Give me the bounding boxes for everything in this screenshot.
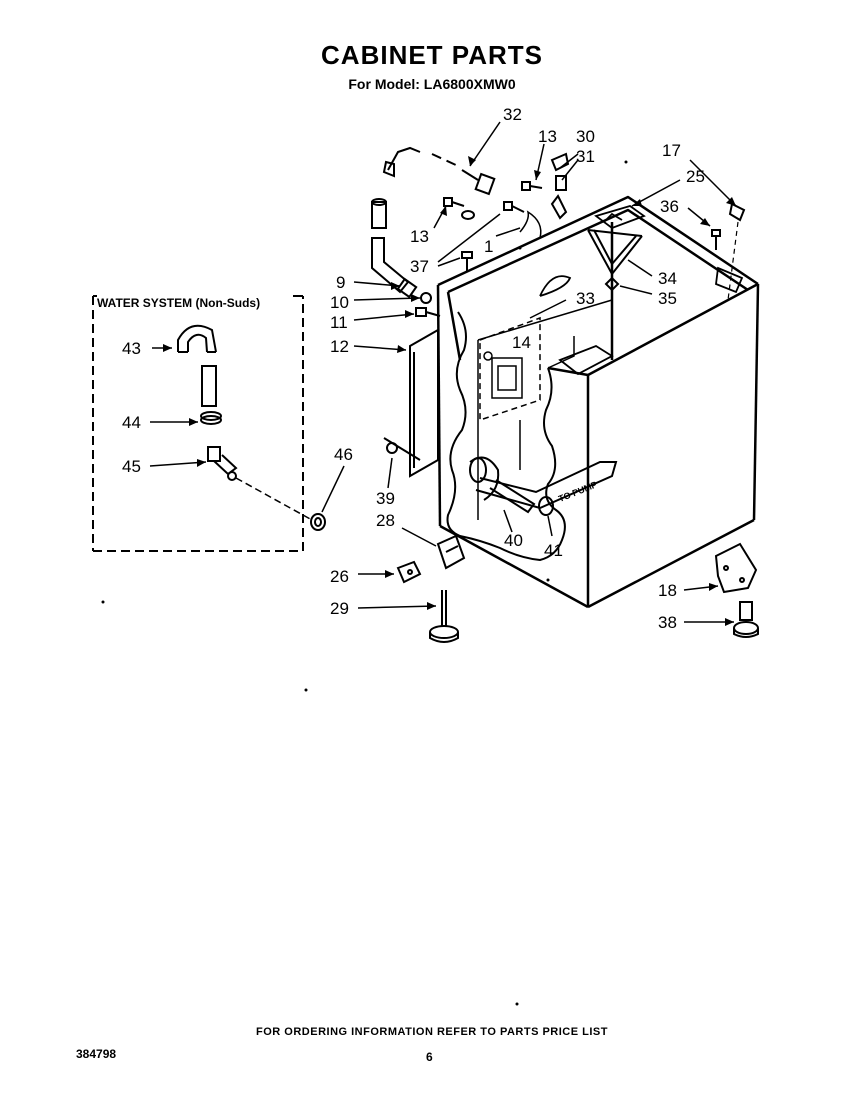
callout-17: 17 — [662, 141, 681, 160]
callout-31: 31 — [576, 147, 595, 166]
callout-28: 28 — [376, 511, 395, 530]
callout-13-left: 13 — [410, 227, 429, 246]
callout-43: 43 — [122, 339, 141, 358]
clamp-part-41 — [538, 496, 554, 516]
leg-part-29 — [429, 590, 459, 643]
screw-part-37 — [461, 201, 525, 272]
plate-part-18 — [714, 542, 758, 594]
leader-arrowheads — [163, 156, 736, 626]
callout-44: 44 — [122, 413, 141, 432]
callout-37: 37 — [410, 257, 429, 276]
wire-part-1 — [519, 210, 542, 239]
clip-part-17 — [728, 202, 746, 222]
callout-26: 26 — [330, 567, 349, 586]
callout-25: 25 — [686, 167, 705, 186]
callout-39: 39 — [376, 489, 395, 508]
callout-18: 18 — [658, 581, 677, 600]
callout-12: 12 — [330, 337, 349, 356]
callout-33: 33 — [576, 289, 595, 308]
washer-part-10 — [420, 292, 432, 304]
hose-part-40 — [489, 479, 536, 514]
screw-part-13-top — [521, 181, 543, 191]
hose-part-43 — [177, 324, 217, 407]
screw-part-11 — [415, 307, 441, 317]
clamp-part-44 — [200, 411, 222, 425]
bracket-part-28 — [436, 534, 466, 570]
to-pump-label: TO PUMP — [557, 479, 599, 504]
page-number: 6 — [426, 1050, 433, 1064]
callout-14: 14 — [512, 333, 531, 352]
screw-part-36 — [711, 229, 721, 250]
callout-35: 35 — [658, 289, 677, 308]
cord-part-32 — [382, 146, 496, 220]
callout-38: 38 — [658, 613, 677, 632]
page-title: CABINET PARTS — [321, 40, 543, 70]
callout-labels: 32 13 30 31 17 25 36 13 1 37 9 34 35 10 … — [122, 105, 705, 632]
document-number: 384798 — [76, 1047, 117, 1061]
bracket-part-30-31 — [550, 152, 570, 220]
hose-part-9 — [371, 198, 418, 299]
switch-part-33 — [479, 316, 541, 422]
scan-specks — [101, 160, 628, 1006]
callout-10: 10 — [330, 293, 349, 312]
top-corner-braces — [539, 205, 744, 376]
model-subtitle: For Model: LA6800XMW0 — [348, 76, 516, 92]
cabinet-front-cutaway — [446, 311, 566, 562]
water-system-title: WATER SYSTEM (Non-Suds) — [97, 296, 260, 310]
callout-32: 32 — [503, 105, 522, 124]
callout-45: 45 — [122, 457, 141, 476]
callout-46: 46 — [334, 445, 353, 464]
callout-30: 30 — [576, 127, 595, 146]
ordering-note: FOR ORDERING INFORMATION REFER TO PARTS … — [256, 1026, 608, 1038]
clip-part-26 — [396, 560, 422, 584]
callout-1: 1 — [484, 237, 493, 256]
grommet-part-46 — [310, 513, 326, 531]
brace-part-34 — [587, 229, 643, 276]
callout-29: 29 — [330, 599, 349, 618]
leg-part-38 — [733, 601, 759, 638]
callout-9: 9 — [336, 273, 345, 292]
callout-34: 34 — [658, 269, 677, 288]
screw-part-13-left — [443, 197, 465, 207]
water-system-box — [92, 295, 304, 552]
callout-13: 13 — [538, 127, 557, 146]
callout-11: 11 — [330, 313, 348, 332]
nut-part-35 — [604, 276, 620, 292]
screw-part-39 — [383, 437, 421, 461]
callout-41: 41 — [544, 541, 563, 560]
panel-part-12 — [409, 328, 439, 478]
callout-40: 40 — [504, 531, 523, 550]
fitting-part-45 — [207, 446, 238, 481]
callout-36: 36 — [660, 197, 679, 216]
cabinet-body — [436, 195, 760, 609]
